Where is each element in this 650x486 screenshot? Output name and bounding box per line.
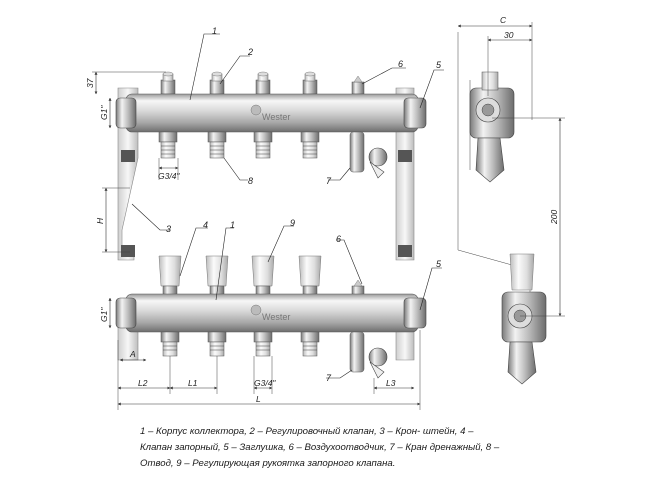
svg-text:Wester: Wester <box>262 312 290 322</box>
caption-line-1: 1 – Корпус коллектора, 2 – Регулировочны… <box>140 426 474 437</box>
dim-l1: L1 <box>188 378 198 388</box>
callout-1-bottom: 1 <box>230 220 235 230</box>
legend-caption: 1 – Корпус коллектора, 2 – Регулировочны… <box>140 424 560 472</box>
dim-l: L <box>256 394 261 404</box>
dim-g1-bottom: G1" <box>99 307 109 322</box>
caption-line-3: Отвод, 9 – Регулирующая рукоятка запорно… <box>140 458 396 469</box>
callout-1-top: 1 <box>212 26 217 36</box>
callout-3: 3 <box>166 224 171 234</box>
top-outlets <box>158 131 320 159</box>
brand-logo-top: Wester <box>250 104 290 122</box>
top-manifold: Wester <box>115 71 427 179</box>
dim-g34-bottom: G3/4" <box>254 378 276 388</box>
callout-5-top: 5 <box>436 60 442 70</box>
caption-line-2: Клапан запорный, 5 – Заглушка, 6 – Возду… <box>140 442 500 453</box>
callout-9: 9 <box>290 218 295 228</box>
bottom-outlets <box>160 331 320 357</box>
brand-logo-bottom: Wester <box>250 304 290 322</box>
dim-200: 200 <box>549 210 559 225</box>
dim-h: H <box>95 217 105 224</box>
svg-text:Wester: Wester <box>262 112 290 122</box>
dim-c: C <box>500 15 507 25</box>
dimension-labels: 37 G1" G3/4" H G1" A L2 L1 G3/4" L3 L C … <box>85 15 559 404</box>
dim-g34-top: G3/4" <box>158 171 180 181</box>
callout-4: 4 <box>203 220 208 230</box>
callout-7-top: 7 <box>326 176 332 186</box>
leader-lines <box>131 33 444 379</box>
dim-30: 30 <box>504 30 514 40</box>
dim-a: A <box>129 349 136 359</box>
dimension-lines <box>92 22 565 410</box>
callout-8: 8 <box>248 176 253 186</box>
top-regulating-valves <box>160 71 365 95</box>
callout-2: 2 <box>247 47 253 57</box>
callout-labels: 1 2 6 5 7 8 3 4 1 9 6 5 7 <box>166 26 442 383</box>
callout-7-bottom: 7 <box>326 373 332 383</box>
bottom-drain-valve <box>349 331 388 379</box>
callout-6-top: 6 <box>398 59 403 69</box>
dim-l2: L2 <box>138 378 148 388</box>
callout-6-bottom: 6 <box>336 234 341 244</box>
bottom-shutoff-handles <box>158 255 365 297</box>
callout-5-bottom: 5 <box>436 259 442 269</box>
dim-g1-top: G1" <box>99 105 109 120</box>
top-drain-valve <box>349 131 388 179</box>
bottom-manifold: Wester <box>115 255 427 379</box>
dim-37: 37 <box>85 78 95 88</box>
side-view <box>457 32 547 385</box>
dim-l3: L3 <box>386 378 396 388</box>
